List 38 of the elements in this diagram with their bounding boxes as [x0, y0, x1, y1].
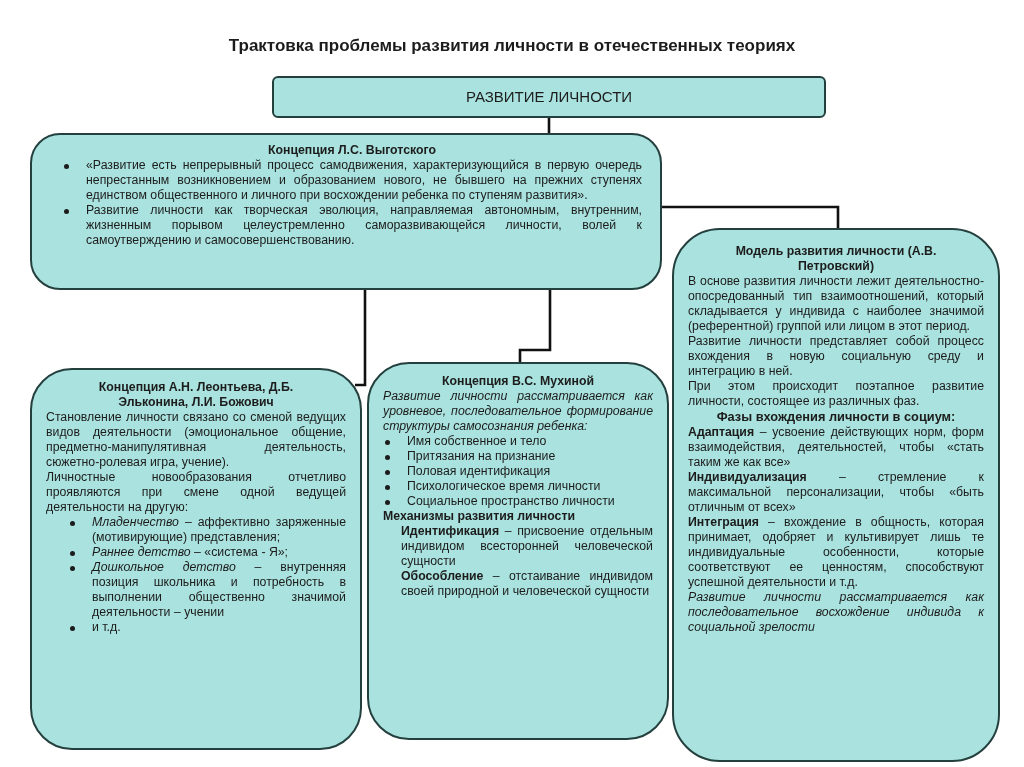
mechanism-item: Обособление – отстаивание индивидом своей природной и человеческой сущности	[400, 569, 653, 599]
item-text: Имя собственное и тело	[407, 434, 547, 448]
item-text: Развитие личности как творческая эволюция, направляемая автономным, внутренним, жизненным порывом целеустремленно саморазвивающейся личности, волей к самоутверждению и самосовершенствованию.	[86, 203, 642, 247]
connector-line	[518, 290, 552, 362]
card-text: При этом происходит поэтапное развитие личности, состоящее из различных фаз.	[688, 379, 984, 409]
concept-card	[30, 368, 362, 750]
card-text: Развитие личности рассматривается как уровневое, последовательное формирование структуры самосознания ребенка:	[383, 389, 653, 434]
card-text: В основе развития личности лежит деятельностно-опосредованный тип взаимоотношений, который складывается у индивида с наиболее значимой (референтной) группой или лицом в этот период.	[688, 274, 984, 334]
card-text: Становление личности связано со сменой ведущих видов деятельности (эмоциональное общение, предметно-манипулятивная деятельность, сюжетно-ролевая игра, учение).	[46, 410, 346, 470]
item-text: Половая идентификация	[407, 464, 551, 478]
section-heading: Фазы вхождения личности в социум:	[715, 409, 957, 425]
item-text: Младенчество – аффективно заряженные (мотивирующие) представления;	[92, 515, 346, 544]
diagram-title: Трактовка проблемы развития личности в отечественных теориях	[227, 36, 797, 56]
topic-title: РАЗВИТИЕ ЛИЧНОСТИ	[464, 88, 634, 107]
connector-line	[662, 205, 840, 228]
concept-card	[367, 362, 669, 740]
phase-item: Интеграция – вхождение в общность, которая принимает, одобряет и культивирует лишь те индивидуальные особенности, которые соответствуют ее ценностям, способствуют успешной деятельности и т.д.	[688, 514, 984, 590]
item-text: Раннее детство – «система - Я»;	[92, 545, 289, 559]
card-heading: Концепция А.Н. Леонтьева, Д.Б. Эльконина, Л.И. Божович	[97, 380, 295, 410]
card-heading: Концепция В.С. Мухиной	[440, 374, 596, 389]
mechanism-item: Идентификация – присвоение отдельным индивидом всесторонней человеческой сущности	[400, 524, 653, 569]
card-heading: Модель развития личности (А.В. Петровский)	[734, 244, 938, 274]
item-text: Психологическое время личности	[407, 479, 601, 493]
item-text: Социальное пространство личности	[407, 494, 615, 508]
card-text: Развитие личности представляет собой процесс вхождения в новую социальную среду и интеграцию в ней.	[688, 334, 984, 379]
item-text: Притязания на признание	[407, 449, 556, 463]
concept-card	[30, 133, 662, 290]
concept-card	[672, 228, 1000, 762]
connector-line	[355, 290, 367, 387]
item-text: «Развитие есть непрерывный процесс самодвижения, характеризующийся в первую очередь непрестанным возникновением и образованием нового, не бывшего на прежних ступенях единством общественного и личного при восхождении ребенка по ступеням развития».	[86, 158, 642, 202]
card-heading: Концепция Л.С. Выготского	[267, 143, 437, 158]
card-text: Развитие личности рассматривается как последовательное восхождение индивида к социальной зрелости	[688, 589, 984, 635]
topic-box	[272, 76, 826, 118]
card-text: Личностные новообразования отчетливо проявляются при смене одной ведущей деятельности на другую:	[46, 470, 346, 515]
phase-item: Индивидуализация – стремление к максимальной персонализации, чтобы «быть отличным от всех»	[688, 469, 984, 515]
section-heading: Механизмы развития личности	[383, 509, 577, 524]
phase-item: Адаптация – усвоение действующих норм, форм взаимодействия, деятельностей, чтобы «стать таким же как все»	[688, 424, 984, 470]
item-text: и т.д.	[92, 620, 121, 634]
